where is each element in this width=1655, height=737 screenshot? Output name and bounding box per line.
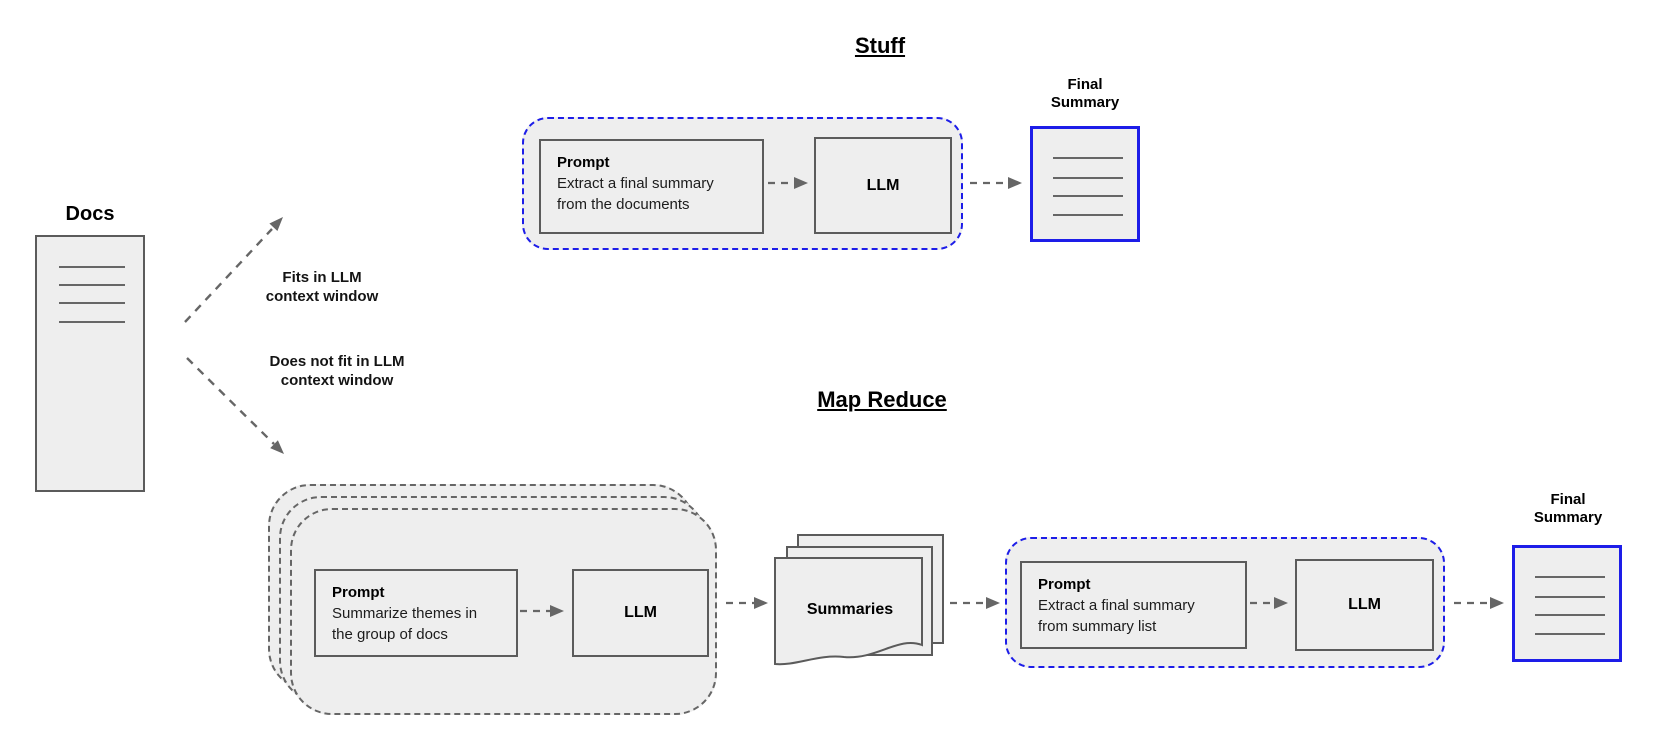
arrow-map-llm-to-summaries	[726, 597, 768, 609]
summaries-label: Summaries	[806, 601, 894, 618]
does-not-fit-label-line2: context window	[280, 372, 394, 389]
doc-text-line	[1535, 596, 1605, 598]
stuff-prompt-box: Prompt Extract a final summary from the …	[539, 139, 764, 234]
fits-branch-label-line2: context window	[265, 288, 379, 305]
reduce-prompt-body-line1: Extract a final summary	[1038, 597, 1195, 614]
stuff-section-title: Stuff	[854, 33, 906, 58]
doc-text-line	[1053, 195, 1123, 197]
doc-text-line	[1535, 633, 1605, 635]
doc-text-line	[59, 284, 125, 286]
arrow-map-prompt-to-llm	[520, 605, 564, 617]
stuff-final-summary-shape	[1030, 126, 1140, 242]
stuff-final-summary-line1: Final	[1067, 76, 1103, 93]
reduce-prompt-box: Prompt Extract a final summary from summ…	[1020, 561, 1247, 649]
map-prompt-heading: Prompt	[332, 584, 385, 601]
reduce-final-summary-label: Final Summary	[1534, 491, 1602, 527]
doc-text-line	[1535, 614, 1605, 616]
arrow-fits-in-context	[184, 217, 283, 323]
doc-text-line	[1053, 157, 1123, 159]
map-llm-box: LLM	[572, 569, 709, 657]
fits-branch-label-line1: Fits in LLM	[282, 269, 362, 286]
stuff-final-summary-label: Final Summary	[1051, 76, 1119, 112]
stuff-final-summary-line2: Summary	[1050, 94, 1120, 111]
docs-shape	[35, 235, 145, 492]
reduce-llm-label: LLM	[1348, 596, 1381, 613]
arrow-does-not-fit-in-context	[186, 357, 284, 454]
map-llm-label: LLM	[624, 604, 657, 621]
stuff-llm-label: LLM	[866, 176, 900, 194]
arrow-summaries-to-reduce	[950, 597, 1000, 609]
does-not-fit-branch-label: Does not fit in LLM context window	[270, 352, 405, 390]
map-group-stack-front: Prompt Summarize themes in the group of …	[290, 508, 717, 715]
summaries-sheet-front	[774, 557, 923, 666]
reduce-final-summary-shape	[1512, 545, 1622, 662]
arrow-reduce-llm-to-summary	[1454, 597, 1504, 609]
does-not-fit-label-line1: Does not fit in LLM	[269, 353, 405, 370]
doc-text-line	[59, 266, 125, 268]
reduce-prompt-heading: Prompt	[1038, 576, 1091, 593]
stuff-chain-container: Prompt Extract a final summary from the …	[522, 117, 963, 250]
reduce-prompt-body-line2: from summary list	[1038, 618, 1157, 635]
reduce-llm-box: LLM	[1295, 559, 1434, 651]
docs-label: Docs	[65, 203, 115, 225]
doc-text-line	[1053, 214, 1123, 216]
stuff-prompt-body-line1: Extract a final summary	[557, 175, 714, 192]
arrow-stuff-llm-to-summary	[970, 177, 1022, 189]
reduce-prompt-text: Prompt Extract a final summary from summ…	[1038, 574, 1195, 637]
doc-text-line	[59, 302, 125, 304]
map-prompt-text: Prompt Summarize themes in the group of …	[332, 582, 477, 645]
arrow-stuff-prompt-to-llm	[768, 177, 808, 189]
map-prompt-body-line1: Summarize themes in	[332, 605, 478, 622]
map-prompt-body-line2: the group of docs	[332, 626, 448, 643]
map-prompt-box: Prompt Summarize themes in the group of …	[314, 569, 518, 657]
doc-text-line	[1053, 177, 1123, 179]
reduce-chain-container: Prompt Extract a final summary from summ…	[1005, 537, 1445, 668]
fits-branch-label: Fits in LLM context window	[266, 268, 379, 306]
stuff-prompt-body-line2: from the documents	[557, 196, 690, 213]
doc-text-line	[1535, 576, 1605, 578]
stuff-prompt-heading: Prompt	[557, 154, 610, 171]
reduce-final-summary-line2: Summary	[1533, 509, 1603, 526]
stuff-llm-box: LLM	[814, 137, 952, 234]
doc-text-line	[59, 321, 125, 323]
arrow-reduce-prompt-to-llm	[1250, 597, 1288, 609]
reduce-final-summary-line1: Final	[1550, 491, 1586, 508]
map-reduce-section-title: Map Reduce	[817, 387, 947, 412]
stuff-prompt-text: Prompt Extract a final summary from the …	[557, 152, 714, 215]
